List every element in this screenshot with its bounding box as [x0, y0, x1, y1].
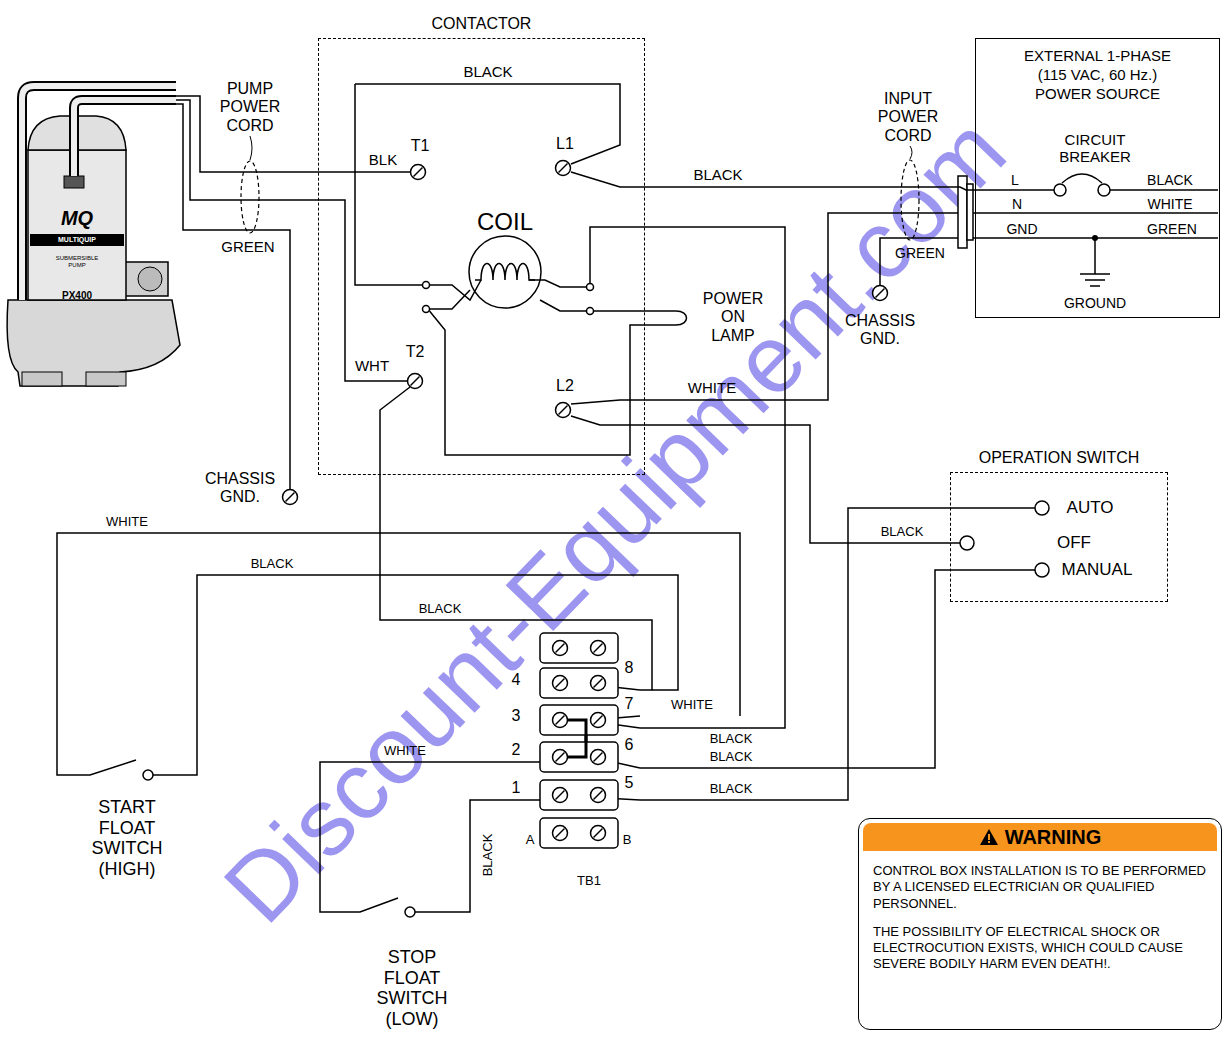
terminal-number: 4	[512, 671, 521, 689]
warning-box: WARNING CONTROL BOX INSTALLATION IS TO BE…	[858, 818, 1222, 1030]
part-label: INPUT POWER CORD	[873, 90, 943, 145]
part-label: CIRCUIT BREAKER	[1050, 131, 1140, 166]
part-label: CHASSIS GND.	[195, 470, 285, 507]
contactor-box: CONTACTOR	[318, 38, 645, 475]
wire-color-label: BLACK	[710, 732, 753, 747]
pump-marking: MULTIQUIP	[58, 236, 96, 244]
terminal-number: 3	[512, 707, 521, 725]
part-label: L1	[556, 135, 574, 153]
terminal-number: A	[526, 833, 535, 848]
part-label: L2	[556, 377, 574, 395]
pump-marking: SUBMERSIBLE PUMP	[47, 255, 107, 269]
wire-color-label: GREEN	[221, 238, 274, 255]
wire-color-label: BLACK	[251, 557, 294, 572]
wire-color-label: WHT	[355, 357, 389, 374]
terminal-number: 5	[625, 774, 634, 792]
wire	[640, 508, 950, 800]
part-label: T1	[411, 137, 430, 155]
wire-color-label: BLK	[369, 151, 397, 168]
warning-text: CONTROL BOX INSTALLATION IS TO BE PERFOR…	[873, 863, 1207, 912]
wire-color-label: BLACK	[419, 602, 462, 617]
terminal-number: 2	[512, 741, 521, 759]
box-heading: TB1	[538, 873, 640, 888]
wire-color-label: WHITE	[671, 698, 713, 713]
warning-text: THE POSSIBILITY OF ELECTRICAL SHOCK OR E…	[873, 924, 1207, 973]
wire	[640, 570, 950, 768]
terminal-number: 6	[625, 736, 634, 754]
part-label: L	[1011, 172, 1019, 188]
warning-heading: WARNING	[1005, 826, 1102, 849]
wire-color-label: GREEN	[895, 245, 945, 261]
part-label: START FLOAT SWITCH (HIGH)	[85, 797, 170, 880]
wire-color-label: BLACK	[710, 782, 753, 797]
wire-color-label: BLACK	[1147, 172, 1193, 188]
wire-color-label: BLACK	[463, 63, 512, 80]
wire-color-label: BLACK	[481, 834, 496, 877]
part-label: POWER ON LAMP	[698, 290, 768, 345]
part-label: MANUAL	[1062, 560, 1133, 580]
part-label: N	[1012, 196, 1022, 212]
box-text: EXTERNAL 1-PHASE (115 VAC, 60 Hz.) POWER…	[1015, 47, 1180, 103]
part-label: STOP FLOAT SWITCH (LOW)	[370, 947, 455, 1030]
terminal-number: 8	[625, 659, 634, 677]
warning-band: WARNING	[863, 823, 1217, 851]
wire-color-label: WHITE	[1147, 196, 1192, 212]
pump-marking: MQ	[61, 207, 93, 230]
wire-color-label: BLACK	[710, 750, 753, 765]
part-label: PUMP POWER CORD	[215, 80, 285, 135]
part-label: GND	[1006, 221, 1037, 237]
wire-color-label: GREEN	[1147, 221, 1197, 237]
part-label: CHASSIS GND.	[835, 312, 925, 349]
terminal-number: 1	[512, 779, 521, 797]
part-label: AUTO	[1067, 498, 1114, 518]
terminal-number: 7	[625, 695, 634, 713]
part-label: T2	[406, 343, 425, 361]
pump-marking: PX400	[62, 290, 92, 302]
box-heading: CONTACTOR	[279, 15, 684, 33]
box-heading: OPERATION SWITCH	[911, 449, 1207, 467]
part-label: GROUND	[1064, 295, 1126, 311]
part-label: OFF	[1057, 533, 1091, 553]
pump-illustration	[7, 86, 180, 386]
wire-color-label: WHITE	[384, 744, 426, 759]
warning-triangle	[979, 828, 999, 846]
watermark: Discount-Equipment.com	[203, 96, 1027, 944]
wire-color-label: WHITE	[106, 515, 148, 530]
wire-color-label: BLACK	[693, 166, 742, 183]
wire-color-label: WHITE	[688, 379, 736, 396]
part-label: COIL	[477, 208, 533, 236]
wire-color-label: BLACK	[881, 525, 924, 540]
terminal-number: B	[623, 833, 632, 848]
